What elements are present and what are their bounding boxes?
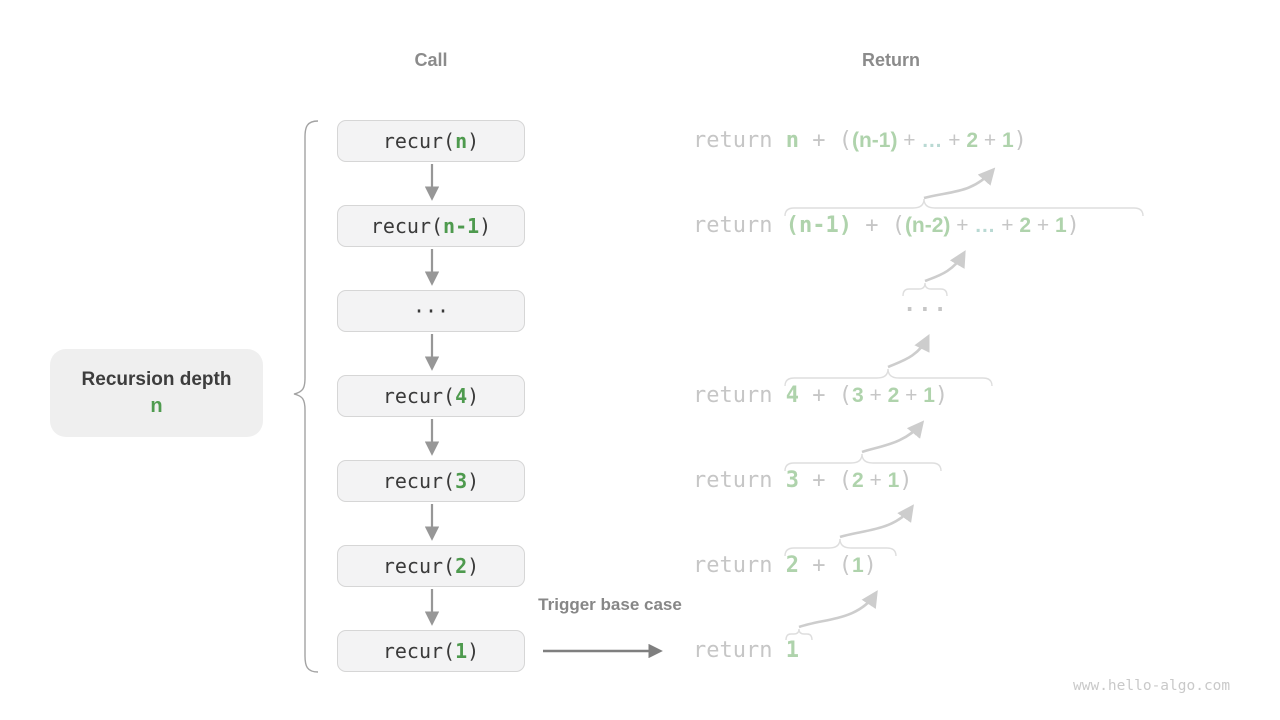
- token: ···: [412, 299, 450, 323]
- call-box-recur-4: recur(4): [337, 375, 525, 417]
- token: 2: [887, 384, 900, 407]
- watermark: www.hello-algo.com: [1073, 678, 1231, 694]
- return-row-3: return 3 + (2 + 1): [693, 467, 913, 495]
- token: +: [942, 129, 967, 152]
- token: recur(: [382, 384, 456, 408]
- token: 2: [966, 129, 979, 152]
- token: +: [863, 469, 888, 492]
- token: n-1: [443, 214, 480, 238]
- call-box-ellipsis: ···: [337, 290, 525, 332]
- token: 1: [851, 554, 864, 577]
- token: 1: [785, 638, 799, 663]
- token: (n-1): [851, 129, 898, 152]
- token: recur(: [382, 129, 456, 153]
- token: +: [899, 384, 924, 407]
- call-box-recur-n-1: recur(n-1): [337, 205, 525, 247]
- token: return: [693, 553, 786, 578]
- token: + (: [798, 553, 852, 578]
- return-row-1: return 1: [693, 637, 799, 665]
- token: ): [1013, 128, 1027, 153]
- token: + (: [798, 383, 852, 408]
- return-arrow-2-to-1: [923, 167, 996, 200]
- token: recur(: [370, 214, 444, 238]
- token: ): [467, 384, 480, 408]
- token: 2: [1019, 214, 1031, 237]
- token: (n-1): [785, 213, 852, 238]
- token: 2: [851, 469, 864, 492]
- token: 3: [455, 469, 468, 493]
- token: +: [1031, 214, 1055, 237]
- recursion-depth-value: n: [150, 394, 163, 417]
- token: ): [467, 639, 480, 663]
- token: 3: [785, 468, 799, 493]
- recursion-depth-text: Recursion depth: [81, 368, 232, 390]
- return-arrow-4-to-3: [887, 333, 930, 369]
- token: 1: [1001, 129, 1014, 152]
- token: 4: [455, 384, 468, 408]
- overbrace-row-3: [902, 282, 948, 297]
- token: ): [467, 469, 480, 493]
- token: …: [974, 214, 996, 237]
- token: 2: [455, 554, 468, 578]
- token: +: [978, 129, 1002, 152]
- token: 1: [887, 469, 900, 492]
- call-box-recur-3: recur(3): [337, 460, 525, 502]
- trigger-base-case-label: Trigger base case: [538, 595, 682, 614]
- return-arrow-5-to-4: [861, 420, 925, 454]
- token: ): [479, 214, 492, 238]
- token: n: [785, 128, 799, 153]
- token: +: [995, 214, 1020, 237]
- token: + (: [798, 468, 852, 493]
- call-column-header: Call: [414, 50, 448, 70]
- token: + (: [851, 213, 905, 238]
- return-row-2: return 2 + (1): [693, 552, 877, 580]
- token: 1: [923, 384, 935, 407]
- recursion-depth-label: Recursion depth n: [50, 349, 263, 437]
- token: recur(: [382, 554, 456, 578]
- token: +: [897, 129, 922, 152]
- token: 3: [851, 384, 864, 407]
- token: recur(: [382, 639, 456, 663]
- token: 2: [785, 553, 799, 578]
- return-row-ellipsis: ···: [903, 297, 949, 325]
- token: +: [863, 384, 888, 407]
- token: + (: [798, 128, 852, 153]
- token: 4: [785, 383, 799, 408]
- return-column-header: Return: [862, 50, 920, 70]
- token: return: [693, 213, 786, 238]
- token: return: [693, 128, 786, 153]
- token: ): [899, 468, 913, 493]
- return-arrow-6-to-5: [839, 504, 914, 539]
- token: ): [863, 553, 877, 578]
- call-box-recur-2: recur(2): [337, 545, 525, 587]
- return-row-n: return n + ((n-1) + … + 2 + 1): [693, 127, 1027, 155]
- token: return: [693, 383, 786, 408]
- token: 1: [455, 639, 468, 663]
- token: return: [693, 638, 786, 663]
- return-arrow-7-to-6: [798, 590, 878, 629]
- return-row-n-1: return (n-1) + ((n-2) + … + 2 + 1): [693, 212, 1080, 240]
- token: …: [921, 129, 943, 152]
- return-row-4: return 4 + (3 + 2 + 1): [693, 382, 948, 410]
- token: ): [934, 383, 949, 408]
- token: ): [467, 554, 480, 578]
- call-box-recur-n: recur(n): [337, 120, 525, 162]
- token: recur(: [382, 469, 456, 493]
- token: ···: [903, 298, 949, 323]
- token: ): [467, 129, 480, 153]
- token: +: [950, 214, 975, 237]
- return-arrow-3-to-2: [924, 250, 966, 283]
- token: return: [693, 468, 786, 493]
- token: (n-2): [904, 214, 951, 237]
- call-box-recur-1: recur(1): [337, 630, 525, 672]
- token: 1: [1054, 214, 1067, 237]
- recursion-depth-brace: [293, 120, 319, 673]
- token: n: [455, 129, 468, 153]
- token: ): [1066, 213, 1080, 238]
